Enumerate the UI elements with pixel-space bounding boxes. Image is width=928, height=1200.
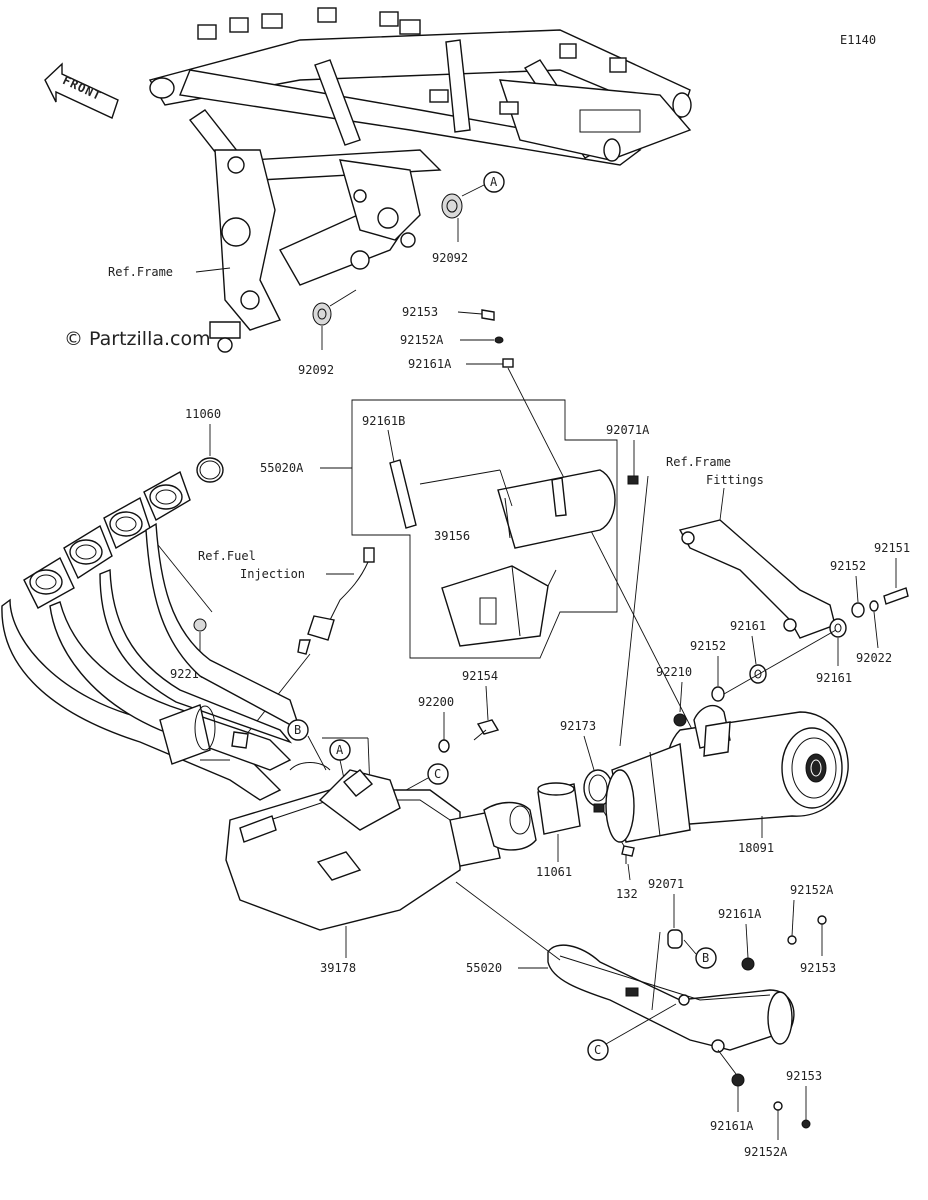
ref-frame-label: Ref.Frame [108,265,173,279]
part-92071A: 92071A [606,423,650,437]
part-18091: 18091 [738,841,774,855]
gasket-11061 [537,782,581,862]
part-92210: 92210 [656,665,692,679]
callout-c-bottom: C [587,1003,677,1061]
part-92152A-right: 92152A [790,883,834,897]
grommet-92161A-bottom [717,1049,745,1112]
washer-92152A-bottom [773,1101,783,1140]
muffler-bracket [678,487,836,639]
washer-92022 [869,600,879,649]
part-92151: 92151 [874,541,910,555]
part-92161B: 92161B [362,414,405,428]
svg-text:B: B [702,951,709,965]
strip-92161B [387,429,417,529]
clamp-92173 [583,735,613,813]
copyright-text: © Partzilla.com [64,328,211,350]
callout-a-top: A [483,171,505,193]
bolt-92153-top [457,309,495,321]
part-92152-mid: 92152 [690,639,726,653]
gasket-11060 [196,424,224,483]
nut-92092-bottom [312,289,357,350]
part-92153-right: 92153 [800,961,836,975]
part-55020: 55020 [466,961,502,975]
part-92152A-top: 92152A [400,333,444,347]
part-11061: 11061 [536,865,572,879]
callout-a-left: A [329,739,351,789]
grommet-92161A-top [466,358,514,368]
part-92071: 92071 [648,877,684,891]
bolt-92153-right [817,915,827,956]
exhaust-header-pipes [1,470,302,801]
svg-text:B: B [294,723,301,737]
part-55020A: 55020A [260,461,304,475]
part-39156: 39156 [434,529,470,543]
ref-frame-fittings-label-1: Ref.Frame [666,455,731,469]
washer-92152-right [851,575,865,618]
part-92161A-right: 92161A [718,907,762,921]
pre-chamber-39178 [225,762,537,958]
front-direction-arrow: FRONT [44,62,119,119]
part-92152-right: 92152 [830,559,866,573]
grommet-92161A-right [741,923,755,971]
clip-92071 [651,894,697,1011]
ref-fuel-label-1: Ref.Fuel [198,549,256,563]
part-39178: 39178 [320,961,356,975]
muffler-18091 [605,704,849,843]
callout-b-right: B [695,947,717,969]
frame-assembly [148,7,692,353]
insulator-39156 [441,565,557,647]
heat-shield-group-box [320,399,618,659]
svg-text:A: A [490,175,498,189]
part-92161A-top: 92161A [408,357,452,371]
bolt-92154 [473,685,500,741]
svg-text:C: C [594,1043,601,1057]
washer-92200 [438,712,450,753]
callout-b-left: B [287,719,327,771]
part-92153-top: 92153 [402,305,438,319]
part-92161-lower: 92161 [730,619,766,633]
washer-92152A-right [787,899,797,945]
part-92161-right: 92161 [816,671,852,685]
part-92092-bottom: 92092 [298,363,334,377]
part-92152A-bottom: 92152A [744,1145,788,1159]
heat-shield-55020A [419,469,616,549]
nut-92092-top [441,183,487,242]
part-92200: 92200 [418,695,454,709]
part-92161A-bottom: 92161A [710,1119,754,1133]
part-11060: 11060 [185,407,221,421]
part-92173: 92173 [560,719,596,733]
lower-cover-55020 [455,881,795,1053]
part-92092-top: 92092 [432,251,468,265]
part-92022: 92022 [856,651,892,665]
washer-92152-mid [711,629,837,702]
bolt-92153-bottom [801,1086,811,1129]
clip-92071A [619,440,649,747]
washer-92152A-top [460,336,504,344]
part-92154: 92154 [462,669,498,683]
grommet-92161-right [829,618,847,666]
svg-text:C: C [434,767,441,781]
diagram-code: E1140 [840,33,876,47]
bolt-92151 [883,558,909,605]
ref-frame-fittings-label-2: Fittings [706,473,764,487]
part-92153-bottom: 92153 [786,1069,822,1083]
part-132: 132 [616,887,638,901]
nut-92210 [673,681,687,727]
grommet-92161-lower [749,635,767,684]
nut-92210A [149,534,213,664]
ref-fuel-label-2: Injection [240,567,305,581]
svg-text:A: A [336,743,344,757]
